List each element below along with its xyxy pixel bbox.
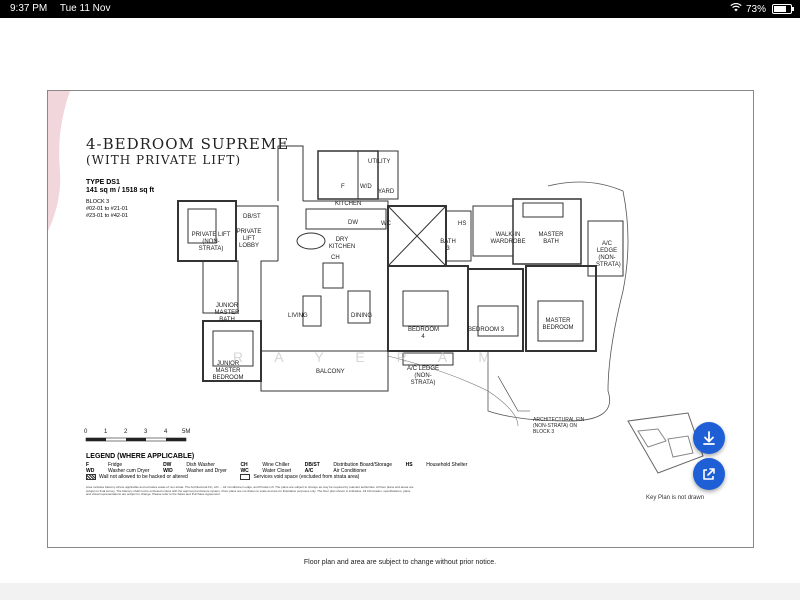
legend-label: Washer cum Dryer [107,468,150,474]
keyplan-label: Key Plan is not drawn [646,495,705,501]
room-ac-ledge-bottom: A/C LEDGE (NON-STRATA) [406,366,439,386]
floor-plan-page: 4-BEDROOM SUPREME (WITH PRIVATE LIFT) TY… [47,90,754,548]
watermark: R A Y E R A M [233,349,504,365]
room-wc: WC [381,221,391,227]
legend-code: HS [405,462,413,468]
room-junior-master-bath: JUNIOR MASTER BATH [214,303,240,323]
legend-label: Washer and Dryer [186,468,227,474]
share-button[interactable] [693,458,725,490]
room-master-bath: MASTER BATH [538,232,564,245]
disclaimer-text: Area includes balcony where applicable a… [86,485,414,497]
room-ac-ledge-right: A/C LEDGE (NON-STRATA) [596,241,621,268]
legend-note-void: Services void space (excluded from strat… [240,474,476,480]
scale-tick-4: 4 [164,429,168,435]
fixture-fridge: F [341,184,345,190]
fixture-hs: HS [458,221,467,227]
room-private-lift: PRIVATE LIFT (NON-STRATA) [191,232,231,252]
document-viewer[interactable]: 4-BEDROOM SUPREME (WITH PRIVATE LIFT) TY… [0,18,800,583]
status-time: 9:37 PM [10,3,48,14]
room-master-bedroom: MASTER BEDROOM [542,318,574,331]
legend-code: DW [163,462,172,468]
floor-plan-drawing [85,145,704,474]
legend-label: Distribution Board/Storage [333,462,393,468]
room-bedroom3: BEDROOM 3 [468,327,505,333]
legend-title: LEGEND (WHERE APPLICABLE) [86,453,195,460]
scale-tick-0: 0 [84,429,88,435]
scale-tick-2: 2 [124,429,128,435]
block-number: BLOCK 3 [86,199,110,205]
legend-label: Fridge [107,462,123,468]
room-junior-master-bedroom: JUNIOR MASTER BEDROOM [212,361,244,381]
unit-type: TYPE DS1 [86,179,120,186]
room-living: LIVING [288,313,308,319]
room-yard: YARD [378,189,395,195]
status-bar: 9:37 PM Tue 11 Nov 73% [0,0,800,18]
fixture-dw: DW [348,220,358,226]
arch-fin-note: ARCHITECTURAL FIN (NON-STRATA) ON BLOCK … [533,417,585,435]
plan-title: 4-BEDROOM SUPREME [86,135,290,153]
room-bedroom4: BEDROOM 4 [408,327,440,340]
legend-label: Water Closet [262,468,292,474]
room-dbst: DB/ST [243,214,261,220]
legend-note-wall: Wall not allowed to be hacked or altered [86,474,235,480]
room-dry-kitchen: DRY KITCHEN [328,237,356,250]
plan-subtitle: (WITH PRIVATE LIFT) [86,153,242,167]
legend-code: A/C [304,468,314,474]
battery-icon [772,4,794,14]
legend-code: F [86,462,90,468]
legend-label: Dish Washer [186,462,215,468]
scale-bar [85,437,187,442]
legend-code: W/D [163,468,173,474]
unit-area: 141 sq m / 1518 sq ft [86,187,155,194]
block-info: BLOCK 3 #02-01 to #21-01 #23-01 to #42-0… [86,199,128,220]
legend: F Fridge DW Dish Washer CH Wine Chiller DB/… [86,462,476,480]
legend-code: WD [86,468,95,474]
download-arrow-icon [703,431,715,445]
floor-plan-footer-note: Floor plan and area are subject to chang… [303,559,497,566]
legend-label: Wine Chiller [262,462,290,468]
legend-note-void-text: Services void space (excluded from strat… [253,474,360,480]
scale-tick-3: 3 [144,429,148,435]
room-private-lift-lobby: PRIVATE LIFT LOBBY [236,229,262,249]
legend-label: Air Conditioner [333,468,367,474]
status-date: Tue 11 Nov [59,3,111,14]
fixture-ch: CH [331,255,340,261]
download-button[interactable] [693,422,725,454]
battery-percent: 73% [745,3,766,15]
legend-code: WC [240,468,249,474]
room-kitchen: KITCHEN [335,201,362,207]
legend-note-wall-text: Wall not allowed to be hacked or altered [99,474,188,480]
scale-tick-5: 5M [182,429,191,435]
room-bath3: BATH 3 [440,239,456,252]
room-balcony: BALCONY [316,369,345,375]
legend-code: DB/ST [304,462,320,468]
room-walkin-wardrobe: WALK-IN WARDROBE [490,232,526,245]
decorative-curve [48,91,70,231]
unit-range-2: #23-01 to #42-01 [86,213,128,219]
room-dining: DINING [351,313,372,319]
legend-code: CH [240,462,248,468]
fixture-wd: W/D [360,184,372,190]
scale-tick-1: 1 [104,429,108,435]
legend-label: Household Shelter [426,462,468,468]
wifi-icon [730,2,742,15]
share-box-arrow-icon [703,468,715,480]
bottom-bar [0,583,800,600]
room-utility: UTILITY [368,159,391,165]
unit-range-1: #02-01 to #21-01 [86,206,128,212]
